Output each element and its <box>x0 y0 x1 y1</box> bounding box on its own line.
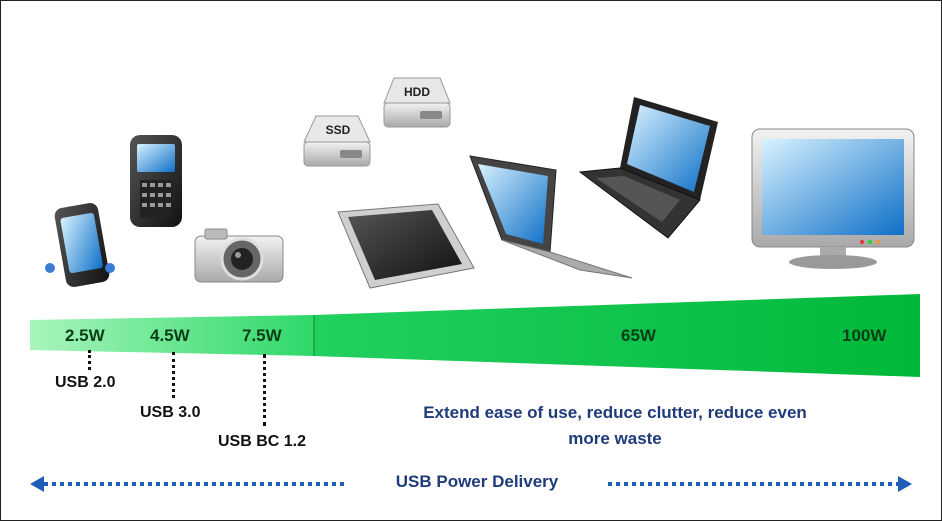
usb-3-0-label: USB 3.0 <box>140 404 201 421</box>
usb2-leader <box>88 350 91 370</box>
usb-power-delivery-label: USB Power Delivery <box>395 472 559 491</box>
monitor-icon <box>751 128 915 269</box>
laptop-icon <box>578 97 718 239</box>
hdd-label: HDD <box>404 85 430 99</box>
usb3-leader <box>172 352 175 398</box>
usbbc-leader <box>263 354 266 426</box>
qwerty-phone-icon <box>130 135 182 227</box>
ssd-drive-icon <box>303 115 371 167</box>
power-label-100w: 100W <box>842 326 887 345</box>
smartphone-icon <box>45 203 115 287</box>
left-arrow <box>30 476 348 492</box>
ultrabook-icon <box>469 155 633 279</box>
camera-icon <box>194 228 284 283</box>
power-label-7-5w: 7.5W <box>242 326 282 345</box>
power-label-65w: 65W <box>621 326 656 345</box>
usb-bc-1-2-label: USB BC 1.2 <box>218 433 307 450</box>
benefit-message: Extend ease of use, reduce clutter, redu… <box>390 400 840 452</box>
power-label-2-5w: 2.5W <box>65 326 105 345</box>
right-arrow <box>608 476 912 492</box>
power-label-4-5w: 4.5W <box>150 326 190 345</box>
tablet-icon <box>337 203 475 289</box>
benefit-message-line-2: more waste <box>568 429 662 448</box>
devices-illustration <box>45 77 915 289</box>
usb-2-0-label: USB 2.0 <box>55 374 116 391</box>
ssd-label: SSD <box>326 123 351 137</box>
power-wedge <box>30 294 920 377</box>
hdd-drive-icon <box>383 77 451 128</box>
benefit-message-line-1: Extend ease of use, reduce clutter, redu… <box>423 403 807 422</box>
